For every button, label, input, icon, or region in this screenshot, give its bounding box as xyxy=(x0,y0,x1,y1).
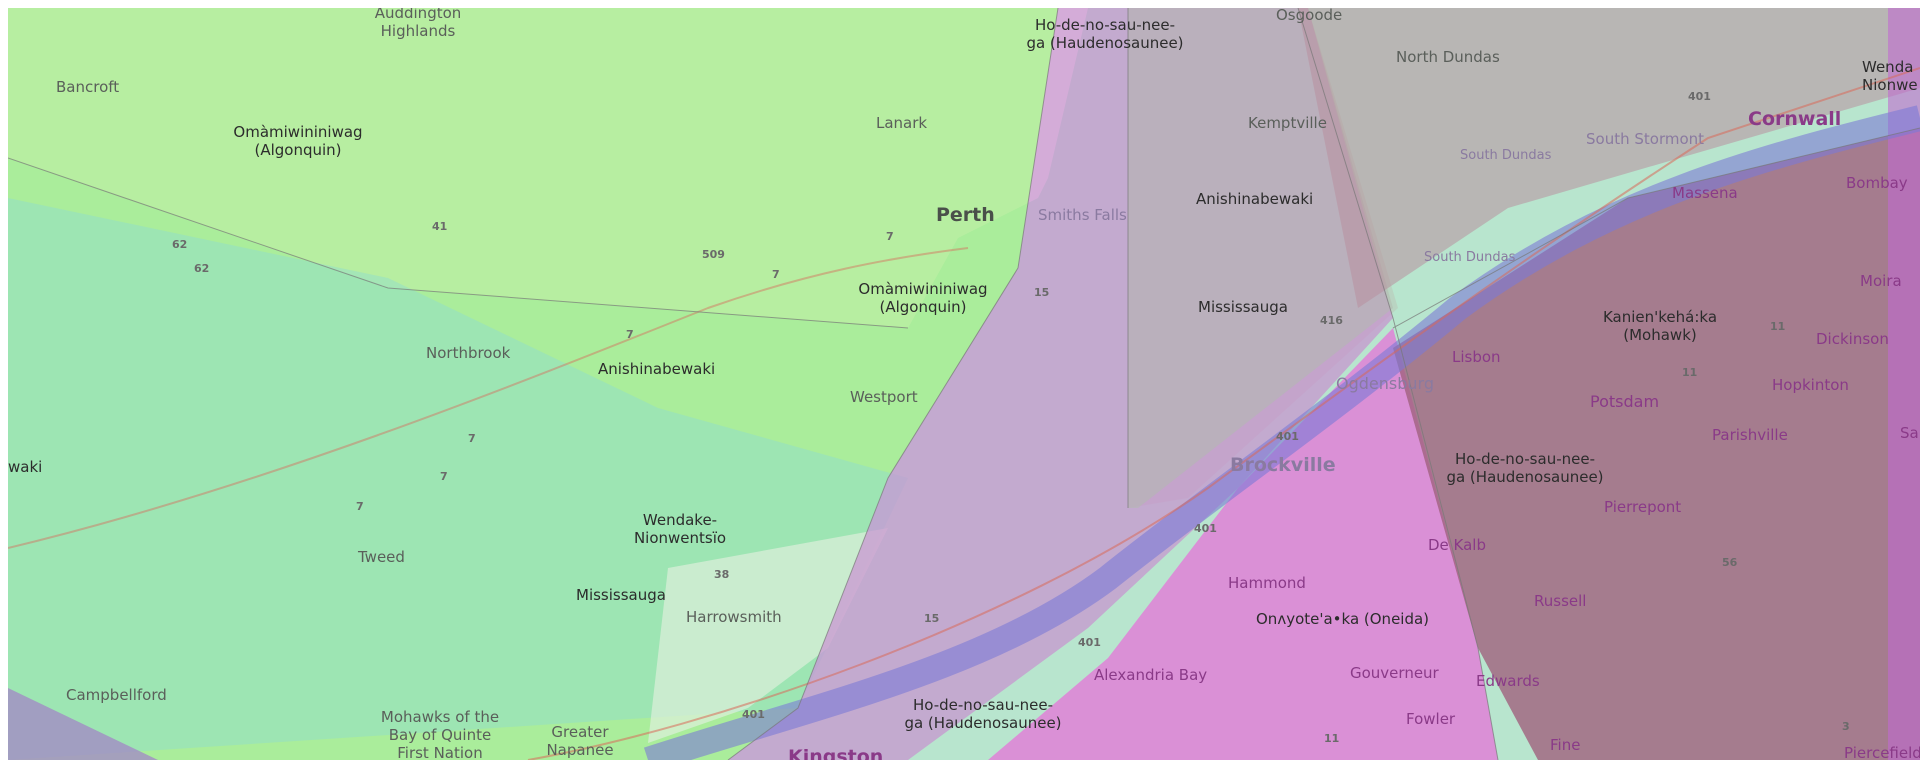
label-san-edge[interactable]: San xyxy=(1900,424,1920,442)
territory-oneida[interactable] xyxy=(988,328,1498,760)
label-russell[interactable]: Russell xyxy=(1534,592,1587,610)
territory-north-dundas-band[interactable] xyxy=(1298,8,1920,308)
label-algonquin-nw[interactable]: Omàmiwininiwag (Algonquin) xyxy=(233,123,363,159)
road-label-41: 41 xyxy=(432,220,448,233)
highway-401-line xyxy=(527,67,1920,760)
label-lisbon[interactable]: Lisbon xyxy=(1452,348,1501,366)
label-hopkinton[interactable]: Hopkinton xyxy=(1772,376,1849,394)
road-label-3: 3 xyxy=(1842,720,1850,733)
label-bombay[interactable]: Bombay xyxy=(1846,174,1908,192)
label-haudenosaunee-south[interactable]: Ho-de-no-sau-nee- ga (Haudenosaunee) xyxy=(904,696,1062,732)
label-moira[interactable]: Moira xyxy=(1860,272,1902,290)
label-oneida[interactable]: Onʌyote'a•ka (Oneida) xyxy=(1256,610,1430,628)
road-label-56: 56 xyxy=(1722,556,1738,569)
road-label-7c: 7 xyxy=(626,328,634,341)
label-brockville[interactable]: Brockville xyxy=(1230,454,1336,476)
territory-mohawk[interactable] xyxy=(1393,128,1920,760)
label-haudenosaunee-east[interactable]: Ho-de-no-sau-nee- ga (Haudenosaunee) xyxy=(1446,450,1604,486)
road-label-401c: 401 xyxy=(1194,522,1217,535)
road-label-62b: 62 xyxy=(194,262,210,275)
label-mississauga-east[interactable]: Mississauga xyxy=(1198,298,1288,316)
label-lanark[interactable]: Lanark xyxy=(876,114,928,132)
road-label-38: 38 xyxy=(714,568,730,581)
territory-outlines xyxy=(8,8,1920,760)
road-label-15a: 15 xyxy=(1034,286,1050,299)
label-fowler[interactable]: Fowler xyxy=(1406,710,1456,728)
road-label-11b: 11 xyxy=(1682,366,1698,379)
label-wendake[interactable]: Wendake- Nionwentsïo xyxy=(633,511,727,547)
label-westport[interactable]: Westport xyxy=(850,388,918,406)
territory-sw-corner[interactable] xyxy=(8,688,158,760)
territory-haudenosaunee-east-edge[interactable] xyxy=(1888,8,1920,760)
label-auddington-highlands[interactable]: Auddington Highlands xyxy=(374,8,462,40)
label-fine[interactable]: Fine xyxy=(1550,736,1581,754)
label-south-stormont[interactable]: South Stormont xyxy=(1586,130,1705,148)
road-label-7b: 7 xyxy=(772,268,780,281)
label-mohawks-bay-of-quinte[interactable]: Mohawks of the Bay of Quinte First Natio… xyxy=(380,708,500,760)
label-south-dundas-2[interactable]: South Dundas xyxy=(1424,250,1516,265)
highway-7-line xyxy=(8,247,969,549)
label-cornwall[interactable]: Cornwall xyxy=(1748,108,1842,130)
map-canvas[interactable] xyxy=(8,8,1920,760)
label-wendake-nionwe-edge[interactable]: Wenda Nionwe xyxy=(1862,58,1918,94)
st-lawrence-river xyxy=(643,105,1920,760)
label-kingston[interactable]: Kingston xyxy=(788,746,884,760)
label-northbrook[interactable]: Northbrook xyxy=(426,344,511,362)
road-label-7d: 7 xyxy=(468,432,476,445)
label-de-kalb[interactable]: De Kalb xyxy=(1428,536,1487,554)
label-algonquin-center[interactable]: Omàmiwininiwag (Algonquin) xyxy=(858,280,988,316)
label-pierrepont[interactable]: Pierrepont xyxy=(1604,498,1682,516)
road-label-7a: 7 xyxy=(886,230,894,243)
label-greater-napanee[interactable]: Greater Napanee xyxy=(546,723,614,759)
road-label-401a: 401 xyxy=(742,708,765,721)
road-label-416: 416 xyxy=(1320,314,1343,327)
label-ogdensburg[interactable]: Ogdensburg xyxy=(1336,374,1434,393)
road-label-15b: 15 xyxy=(924,612,940,625)
territory-wendake[interactable] xyxy=(648,528,888,743)
road-label-401b: 401 xyxy=(1078,636,1101,649)
road-label-7f: 7 xyxy=(356,500,364,513)
label-tweed[interactable]: Tweed xyxy=(358,548,405,566)
label-perth[interactable]: Perth xyxy=(936,204,995,226)
label-waki[interactable]: waki xyxy=(8,458,43,476)
road-label-62a: 62 xyxy=(172,238,188,251)
map-view[interactable]: Auddington Highlands Bancroft Omàmiwinin… xyxy=(8,8,1920,760)
label-dickinson[interactable]: Dickinson xyxy=(1816,330,1889,348)
label-hammond[interactable]: Hammond xyxy=(1228,574,1306,592)
label-haudenosaunee-top[interactable]: Ho-de-no-sau-nee- ga (Haudenosaunee) xyxy=(1026,16,1184,52)
road-label-401d: 401 xyxy=(1276,430,1299,443)
label-gouverneur[interactable]: Gouverneur xyxy=(1350,664,1439,682)
label-bancroft[interactable]: Bancroft xyxy=(56,78,120,96)
label-north-dundas[interactable]: North Dundas xyxy=(1396,48,1500,66)
label-alexandria-bay[interactable]: Alexandria Bay xyxy=(1094,666,1208,684)
road-label-509: 509 xyxy=(702,248,725,261)
label-anishinabewaki-east[interactable]: Anishinabewaki xyxy=(1196,190,1314,208)
label-harrowsmith[interactable]: Harrowsmith xyxy=(686,608,782,626)
label-parishville[interactable]: Parishville xyxy=(1712,426,1788,444)
label-kemptville[interactable]: Kemptville xyxy=(1248,114,1327,132)
label-edwards[interactable]: Edwards xyxy=(1476,672,1540,690)
label-anishinabewaki-center[interactable]: Anishinabewaki xyxy=(598,360,716,378)
label-mississauga-sw[interactable]: Mississauga xyxy=(576,586,666,604)
label-mohawk[interactable]: Kanien'kehá:ka (Mohawk) xyxy=(1602,308,1718,344)
road-label-7e: 7 xyxy=(440,470,448,483)
label-osgoode[interactable]: Osgoode xyxy=(1276,8,1343,24)
label-piercefield[interactable]: Piercefield xyxy=(1844,744,1920,760)
label-campbellford[interactable]: Campbellford xyxy=(66,686,167,704)
road-label-401e: 401 xyxy=(1688,90,1711,103)
label-potsdam[interactable]: Potsdam xyxy=(1590,392,1660,411)
label-massena[interactable]: Massena xyxy=(1672,184,1738,202)
label-south-dundas-1[interactable]: South Dundas xyxy=(1460,148,1552,163)
road-label-11c: 11 xyxy=(1324,732,1340,745)
road-label-11a: 11 xyxy=(1770,320,1786,333)
label-smiths-falls[interactable]: Smiths Falls xyxy=(1038,206,1127,224)
